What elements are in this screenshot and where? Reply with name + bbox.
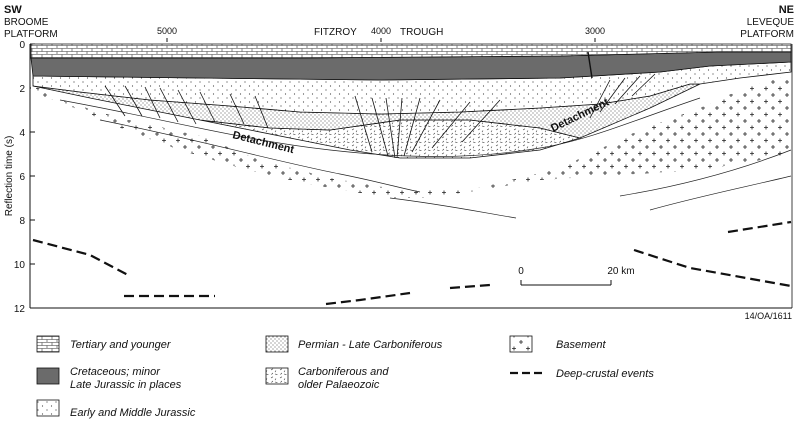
legend-label-cretaceous-2: Late Jurassic in places xyxy=(70,379,182,391)
legend-label-carboniferous-2: older Palaeozoic xyxy=(298,379,380,391)
leveque-label-2: PLATFORM xyxy=(740,29,794,40)
legend-label-tertiary: Tertiary and younger xyxy=(70,339,172,351)
legend-label-permian: Permian - Late Carboniferous xyxy=(298,339,443,351)
legend-label-carboniferous-1: Carboniferous and xyxy=(298,366,389,378)
horizon-lines xyxy=(59,97,792,219)
legend-label-cretaceous-1: Cretaceous; minor xyxy=(70,366,161,378)
broome-label-2: PLATFORM xyxy=(4,29,58,40)
ne-direction-label: NE xyxy=(779,4,794,16)
shot-point-4000: 4000 xyxy=(371,26,391,36)
y-axis-tick-label: 4 xyxy=(19,128,25,139)
legend-swatch-cretaceous xyxy=(36,367,60,385)
basement-unit xyxy=(31,74,791,198)
legend-label-jurassic: Early and Middle Jurassic xyxy=(70,407,196,419)
sw-direction-label: SW xyxy=(4,4,22,16)
y-axis-tick-label: 2 xyxy=(19,84,25,95)
legend-swatch-carboniferous xyxy=(265,367,289,385)
shot-point-3000: 3000 xyxy=(585,26,605,36)
y-axis-tick-label: 6 xyxy=(19,172,25,183)
tertiary-unit xyxy=(30,43,792,59)
figure-id: 14/OA/1611 xyxy=(745,311,792,321)
scale-start-label: 0 xyxy=(518,266,524,277)
fitzroy-label: FITZROY xyxy=(314,27,357,38)
y-axis: 0 2 4 6 8 10 12 Reflection time (s) xyxy=(4,40,793,315)
legend-label-deep-crustal: Deep-crustal events xyxy=(556,368,654,380)
scale-bar: 0 20 km xyxy=(518,266,635,286)
leveque-label-1: LEVEQUE xyxy=(747,17,795,28)
legend-swatch-permian xyxy=(265,335,289,353)
y-axis-tick-label: 10 xyxy=(14,260,26,271)
fault-lines xyxy=(104,51,656,159)
y-axis-tick-label: 12 xyxy=(14,304,26,315)
trough-label: TROUGH xyxy=(400,27,443,38)
legend-label-basement: Basement xyxy=(556,339,606,351)
y-axis-label: Reflection time (s) xyxy=(4,136,15,217)
y-axis-tick-label: 8 xyxy=(19,216,25,227)
deep-crustal-events xyxy=(32,220,792,306)
shot-point-5000: 5000 xyxy=(157,26,177,36)
legend: Tertiary and younger Cretaceous; minor L… xyxy=(36,335,654,419)
legend-swatch-tertiary xyxy=(36,335,60,353)
scale-end-label: 20 km xyxy=(607,266,634,277)
legend-swatch-jurassic xyxy=(36,399,60,417)
broome-label-1: BROOME xyxy=(4,17,49,28)
legend-swatch-basement xyxy=(509,335,533,353)
y-axis-tick-label: 0 xyxy=(19,40,25,51)
